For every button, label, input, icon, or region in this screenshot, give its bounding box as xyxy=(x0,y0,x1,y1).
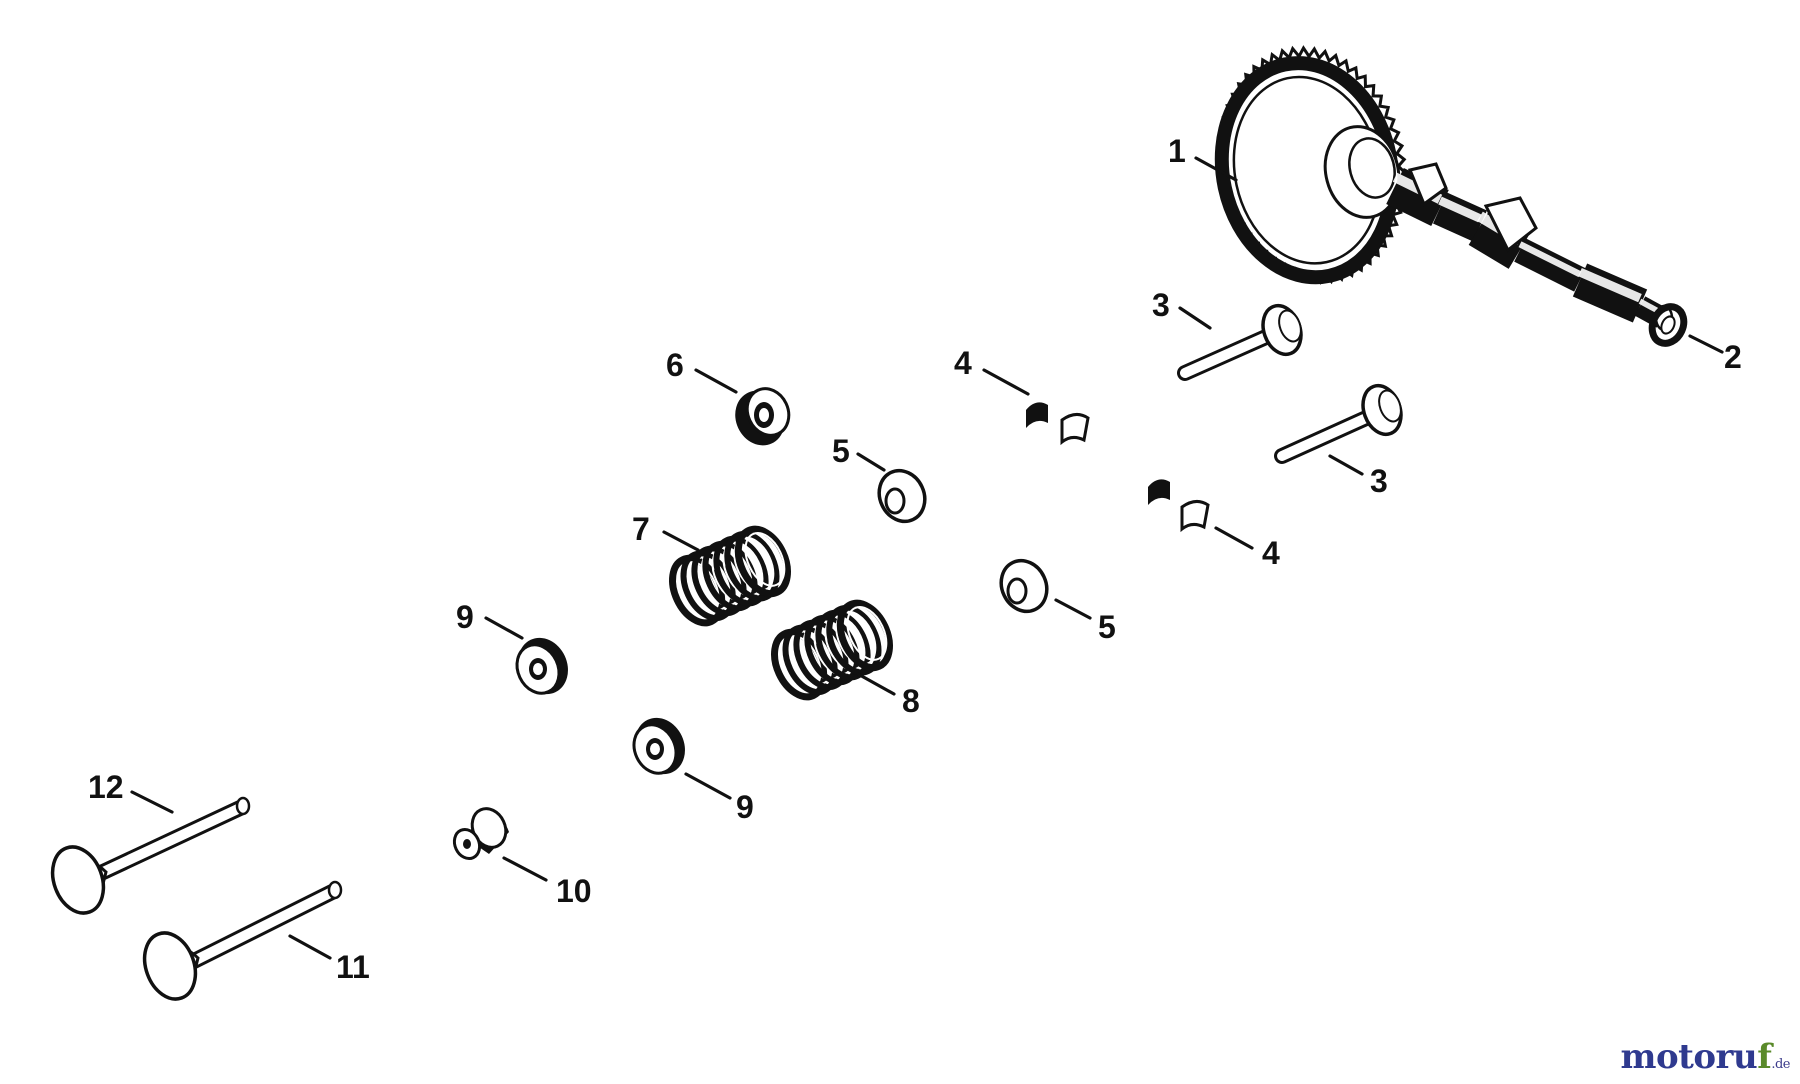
valve-spring-part-exhaust xyxy=(669,525,791,627)
valve-seat-washer-part-upper xyxy=(515,637,568,695)
callout-6: 6 xyxy=(666,347,684,383)
camshaft-gear-part xyxy=(1214,45,1674,332)
watermark-tld: .de xyxy=(1771,1057,1790,1072)
callout-7: 7 xyxy=(632,511,650,547)
valve-seat-washer-part-lower xyxy=(632,717,685,775)
callout-8: 8 xyxy=(902,683,920,719)
exhaust-valve-part xyxy=(142,880,343,1001)
watermark-brand: motoruf xyxy=(1620,1037,1772,1077)
intake-valve-part xyxy=(50,796,251,915)
callout-3a: 3 xyxy=(1152,287,1170,323)
callout-11: 11 xyxy=(336,949,370,985)
callout-2: 2 xyxy=(1724,339,1742,375)
valve-spring-part-intake xyxy=(771,599,893,701)
callout-5b: 5 xyxy=(1098,609,1116,645)
callout-4b: 4 xyxy=(1262,535,1280,571)
callout-10: 10 xyxy=(556,873,592,909)
callout-3b: 3 xyxy=(1370,463,1388,499)
valve-guide-bushing-part xyxy=(452,807,509,861)
tappet-part-upper xyxy=(1177,303,1303,381)
callout-4a: 4 xyxy=(954,345,972,381)
callout-1: 1 xyxy=(1168,133,1186,169)
callout-5a: 5 xyxy=(832,433,850,469)
callout-9a: 9 xyxy=(456,599,474,635)
washer-part xyxy=(1648,303,1688,347)
leader-lines xyxy=(130,156,1724,960)
valve-keeper-part-upper xyxy=(1026,402,1090,446)
callout-labels: 1 2 3 3 4 4 5 5 6 7 8 9 9 10 11 12 xyxy=(88,133,1742,985)
watermark-logo: motoruf.de xyxy=(1620,1040,1790,1074)
spring-retainer-part-lower xyxy=(999,558,1049,614)
valve-cap-part xyxy=(735,387,791,446)
valve-keeper-part-lower xyxy=(1148,479,1210,533)
spring-retainer-part-upper xyxy=(877,468,927,524)
tappet-part-lower xyxy=(1274,383,1403,464)
callout-12: 12 xyxy=(88,769,124,805)
callout-9b: 9 xyxy=(736,789,754,825)
